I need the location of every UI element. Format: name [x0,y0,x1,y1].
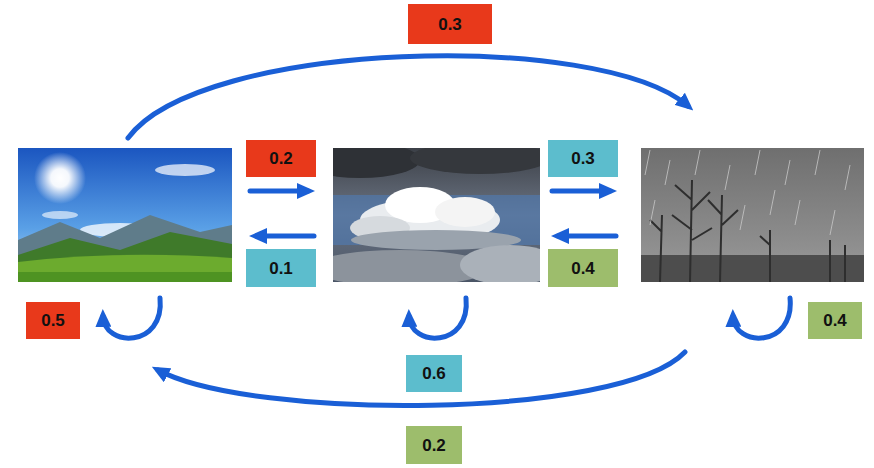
probability-box: 0.3 [408,4,492,44]
probability-value: 0.2 [422,437,446,454]
probability-value: 0.5 [41,312,65,329]
loop-cloudy [409,298,466,338]
probability-box: 0.1 [246,249,316,287]
probability-value: 0.4 [823,312,847,329]
probability-value: 0.1 [269,260,293,277]
probability-box: 0.6 [406,355,462,392]
arrow-sunny-cloudy [250,189,308,194]
loop-sunny [103,298,160,338]
probability-box: 0.4 [548,249,618,287]
sunny-picture [18,148,232,282]
arrow-sunny-rainy [128,56,688,138]
probability-box: 0.5 [26,302,80,339]
probability-box: 0.2 [406,426,462,464]
probability-value: 0.3 [571,150,595,167]
probability-box: 0.4 [808,302,862,339]
cloudy-picture [333,148,540,282]
arrow-cloudy-sunny [256,234,314,239]
probability-value: 0.4 [571,260,595,277]
rainy-picture [641,148,864,282]
probability-value: 0.3 [438,16,462,33]
loop-rainy [733,298,790,338]
arrow-rainy-cloudy [558,234,616,239]
probability-value: 0.2 [269,150,293,167]
probability-box: 0.2 [246,140,316,177]
probability-value: 0.6 [422,365,446,382]
arrow-rainy-sunny [158,352,685,406]
arrow-cloudy-rainy [552,189,610,194]
transition-arrows [103,56,790,406]
probability-box: 0.3 [548,140,618,177]
